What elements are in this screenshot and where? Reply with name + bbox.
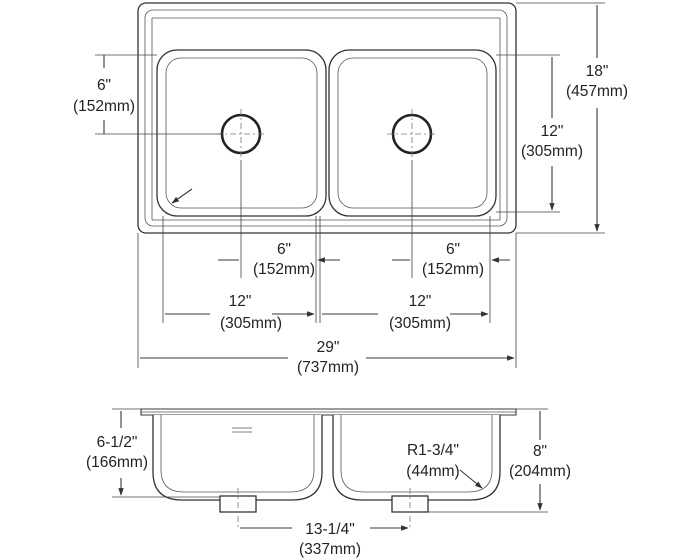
overall-depth-mm: (457mm) [566,83,628,100]
right-bowl-floor [337,57,488,209]
left-drain-centerline [216,109,266,160]
rim-bevel [151,17,501,221]
overall-width-mm: (737mm) [297,359,359,376]
ext-overall-height [428,408,548,513]
right-bowl-width-in: 12" [409,293,432,310]
bowl-depth-in: 12" [541,123,564,140]
drain-spacing-in: 13-1/4" [305,521,354,538]
overall-height-in: 8" [533,443,547,460]
inner-depth-mm: (166mm) [86,454,148,471]
overall-width-in: 29" [317,339,340,356]
right-drain-offset-in: 6" [446,241,460,258]
left-drain-offset-mm: (152mm) [253,261,315,278]
left-bowl-width-mm: (305mm) [220,315,282,332]
corner-radius-in: R1-3/4" [407,442,459,459]
corner-pointer [171,188,193,204]
overall-depth-in: 18" [586,63,609,80]
ext-inner-depth [112,408,220,498]
ext-verticals [137,160,517,368]
sink-rim-inner [144,9,508,227]
radius-leader [459,469,483,489]
left-bowl-floor [165,57,318,209]
top-view: 6" (152mm) 18" (457mm) 12" (305mm) 6" (1… [73,2,628,376]
left-drain-offset-in: 6" [277,241,291,258]
right-drain-offset-mm: (152mm) [422,261,484,278]
overall-height-mm: (204mm) [509,463,571,480]
drain-from-top-mm: (152mm) [73,98,135,115]
section-view: 6-1/2" (166mm) 8" (204mm) R1-3/4" (44mm)… [86,408,571,558]
left-bowl-width-in: 12" [229,293,252,310]
drain-spacing-mm: (337mm) [299,541,361,558]
right-bowl-width-mm: (305mm) [389,315,451,332]
corner-radius-mm: (44mm) [406,463,459,480]
drain-from-top-in: 6" [97,77,111,94]
right-bowl-inner [340,415,493,493]
right-drain-centerline [387,109,437,160]
bowl-depth-mm: (305mm) [521,143,583,160]
inner-depth-in: 6-1/2" [97,434,138,451]
label-mark [232,427,252,433]
left-bowl-inner [160,415,315,493]
